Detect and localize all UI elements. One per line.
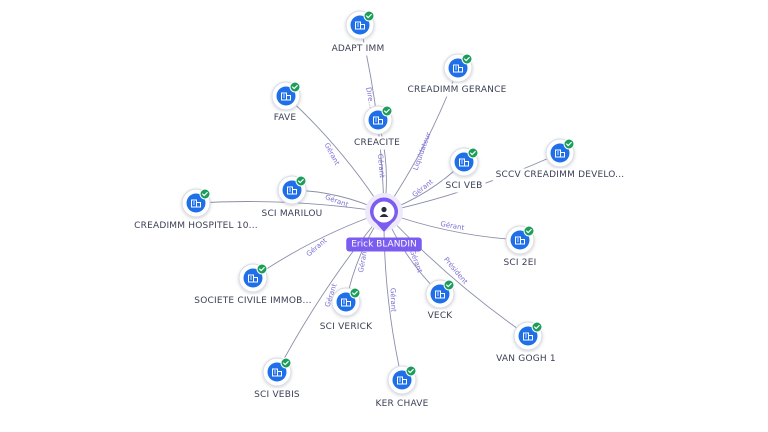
check-icon xyxy=(349,287,361,299)
company-label: SCCV CREADIMM DEVELO... xyxy=(496,170,625,180)
label-bg xyxy=(442,179,486,193)
company-label: VAN GOGH 1 xyxy=(496,354,556,364)
check-icon xyxy=(256,263,268,275)
company-node-van-gogh-1[interactable]: VAN GOGH 1 xyxy=(493,321,559,366)
edge-ker-chave xyxy=(383,211,403,381)
company-node-sci-marilou[interactable]: SCI MARILOU xyxy=(258,175,326,221)
company-node-sci-veb[interactable]: SCI VEB xyxy=(442,147,486,193)
company-label: CREADIMM HOSPITEL 10... xyxy=(134,221,258,231)
company-label: VECK xyxy=(428,311,454,321)
edge-label-sccv-creadimm: Liquidateur xyxy=(412,131,433,171)
company-node-sci-2ei[interactable]: SCI 2EI xyxy=(500,225,540,270)
label-bg xyxy=(493,352,559,366)
company-node-creacite[interactable]: CREACITE xyxy=(351,105,404,150)
label-bg xyxy=(258,207,326,221)
label-bg xyxy=(372,397,432,411)
edge-label-veck: Gérant xyxy=(408,249,424,275)
company-node-sci-vebis[interactable]: SCI VEBIS xyxy=(251,357,303,402)
company-node-ker-chave[interactable]: KER CHAVE xyxy=(372,365,432,411)
company-label: ADAPT IMM xyxy=(332,44,385,54)
building-icon xyxy=(373,116,383,125)
check-icon xyxy=(363,10,375,22)
label-bg xyxy=(500,256,540,270)
center-node[interactable]: Erick BLANDIN xyxy=(346,193,422,252)
building-icon xyxy=(272,368,282,377)
check-icon xyxy=(443,279,455,291)
company-label: SCI 2EI xyxy=(504,258,537,268)
building-icon xyxy=(459,158,469,167)
company-node-fave[interactable]: FAVE xyxy=(270,81,301,125)
edge-label-ker-chave: Gérant xyxy=(389,288,398,313)
building-icon xyxy=(555,149,565,158)
person-icon xyxy=(379,206,389,217)
company-label: SCI VEBIS xyxy=(254,390,300,400)
nodes-layer: ADAPT IMM CREADIMM GERANCE FAVE CREACITE SCC… xyxy=(131,10,628,411)
edge-van-gogh-1 xyxy=(383,211,529,337)
company-label: CREADIMM GERANCE xyxy=(408,85,507,95)
company-node-veck[interactable]: VECK xyxy=(424,279,457,323)
edge-label-fave: Gérant xyxy=(323,142,341,167)
label-bg xyxy=(191,294,315,308)
label-bg xyxy=(328,42,388,56)
building-icon xyxy=(515,236,525,245)
building-icon xyxy=(341,298,351,307)
center-name: Erick BLANDIN xyxy=(351,240,417,250)
company-label: SCI VERICK xyxy=(320,322,373,332)
building-icon xyxy=(523,332,533,341)
company-node-sci-verick[interactable]: SCI VERICK xyxy=(316,287,377,334)
check-icon xyxy=(295,175,307,187)
company-label: SCI MARILOU xyxy=(262,209,323,219)
check-icon xyxy=(405,365,417,377)
label-bg xyxy=(270,111,300,125)
label-bg xyxy=(251,388,303,402)
check-icon xyxy=(523,225,535,237)
company-label: KER CHAVE xyxy=(376,399,429,409)
company-node-creadimm-hospitel[interactable]: CREADIMM HOSPITEL 10... xyxy=(131,188,261,233)
company-node-societe-civile[interactable]: SOCIETE CIVILE IMMOB... xyxy=(191,263,315,308)
check-icon xyxy=(467,147,479,159)
company-label: SCI VEB xyxy=(446,181,483,191)
check-icon xyxy=(381,105,393,117)
company-label: CREACITE xyxy=(354,138,400,148)
center-name-pill xyxy=(346,237,422,252)
edge-label-creacite: Gérant xyxy=(376,153,386,178)
company-label: SOCIETE CIVILE IMMOB... xyxy=(194,296,311,306)
building-icon xyxy=(281,92,291,101)
label-bg xyxy=(404,83,510,97)
company-label: FAVE xyxy=(274,113,297,123)
building-icon xyxy=(248,274,258,283)
building-icon xyxy=(435,290,445,299)
check-icon xyxy=(289,81,301,93)
company-node-creadimm-gerance[interactable]: CREADIMM GERANCE xyxy=(404,53,510,97)
check-icon xyxy=(531,321,543,333)
edge-label-adapt-imm: Dire... xyxy=(364,87,376,109)
label-bg xyxy=(351,136,404,150)
check-icon xyxy=(563,138,575,150)
label-bg xyxy=(316,320,377,334)
check-icon xyxy=(199,188,211,200)
edge-sci-vebis xyxy=(276,211,385,373)
label-bg xyxy=(492,168,628,182)
building-icon xyxy=(397,376,407,385)
edge-label-sci-2ei: Gérant xyxy=(440,220,465,232)
company-node-adapt-imm[interactable]: ADAPT IMM xyxy=(328,10,388,56)
building-icon xyxy=(453,64,463,73)
building-icon xyxy=(355,21,365,30)
building-icon xyxy=(287,186,297,195)
check-icon xyxy=(280,357,292,369)
building-icon xyxy=(191,199,201,208)
edge-label-sci-verick: Gérant xyxy=(357,248,369,273)
label-bg xyxy=(131,219,261,233)
label-bg xyxy=(424,309,457,323)
check-icon xyxy=(461,53,473,65)
company-node-sccv-creadimm[interactable]: SCCV CREADIMM DEVELO... xyxy=(492,138,628,182)
